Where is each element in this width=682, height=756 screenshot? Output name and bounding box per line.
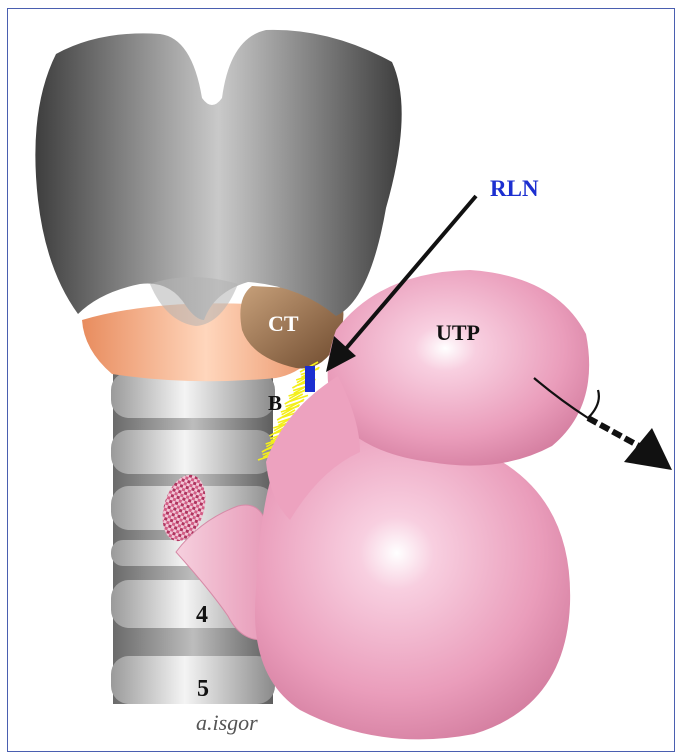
label-ring-4: 4 (196, 602, 208, 628)
traction-arrow-head (624, 428, 672, 470)
label-b: B (268, 391, 282, 415)
label-ring-5: 5 (197, 676, 209, 702)
upper-thyroid-pole (328, 270, 590, 466)
recurrent-laryngeal-nerve (305, 366, 315, 392)
tracheal-ring-2 (111, 430, 275, 474)
label-ct: CT (268, 311, 299, 336)
label-rln: RLN (490, 176, 539, 201)
tracheal-ring-5-shape (111, 656, 275, 704)
thyroid-cartilage (35, 30, 401, 320)
artist-signature: a.isgor (196, 710, 258, 735)
label-utp: UTP (436, 320, 480, 345)
